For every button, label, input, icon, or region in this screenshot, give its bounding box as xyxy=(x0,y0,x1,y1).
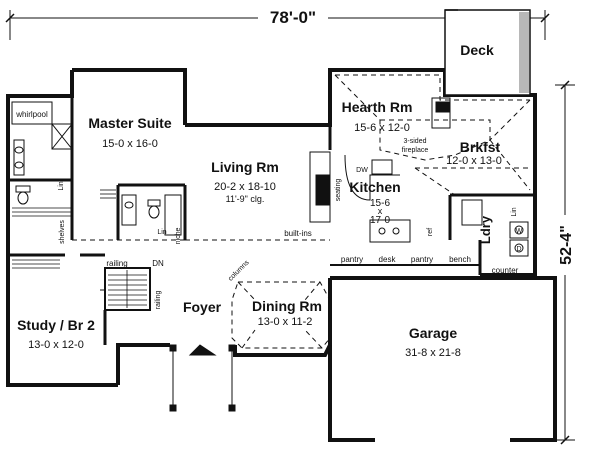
deck: Deck xyxy=(444,9,531,96)
columns-label: columns xyxy=(227,259,251,283)
dining-room-label: Dining Rm xyxy=(252,298,322,314)
linen-label-2: Lin xyxy=(157,229,166,236)
brkfst-label: Brkfst xyxy=(460,139,501,155)
hearth-room-label: Hearth Rm xyxy=(342,99,413,115)
kitchen-size-a: 15-6 xyxy=(370,198,390,209)
study-label: Study / Br 2 xyxy=(17,317,95,333)
dining-room-size: 13-0 x 11-2 xyxy=(258,316,313,328)
foyer-label: Foyer xyxy=(183,299,222,315)
seating-label: seating xyxy=(335,179,342,202)
washer-label: W xyxy=(516,228,523,235)
linen-label-3: Lin xyxy=(511,207,518,216)
niche-label: niche xyxy=(175,228,182,245)
linen-label-1: Lin xyxy=(58,181,65,190)
garage-size: 31-8 x 21-8 xyxy=(405,347,461,359)
counter-label: counter xyxy=(492,266,519,275)
master-suite-label: Master Suite xyxy=(88,115,171,131)
living-room-ceiling: 11'-9" clg. xyxy=(226,194,265,204)
built-ins-label: built-ins xyxy=(284,229,312,238)
living-room-size: 20-2 x 18-10 xyxy=(214,181,276,193)
down-label: DN xyxy=(152,259,164,268)
laundry-label: Ldry xyxy=(478,215,493,244)
fixtures xyxy=(11,97,529,412)
fireplace-label-2: fireplace xyxy=(402,147,429,154)
deck-label: Deck xyxy=(460,42,494,58)
desk-label: desk xyxy=(379,255,397,264)
living-room-label: Living Rm xyxy=(211,159,279,175)
refrigerator-label: ref xyxy=(427,228,434,236)
bench-label: bench xyxy=(449,255,471,264)
railing-label-2: railing xyxy=(155,291,162,310)
fireplace-label-1: 3-sided xyxy=(404,138,427,145)
study-size: 13-0 x 12-0 xyxy=(28,339,84,351)
hearth-room-size: 15-6 x 12-0 xyxy=(354,122,410,134)
interior-walls xyxy=(8,96,535,345)
kitchen-size-b: 17-0 xyxy=(370,215,390,226)
whirlpool-label: whirlpool xyxy=(15,110,48,119)
master-suite-size: 15-0 x 16-0 xyxy=(102,138,158,150)
shelves-label: shelves xyxy=(59,220,66,244)
kitchen-size-x: x xyxy=(378,206,383,216)
room-labels: Master Suite 15-0 x 16-0 Living Rm 20-2 … xyxy=(17,99,502,359)
dryer-label: D xyxy=(516,246,521,253)
kitchen-label: Kitchen xyxy=(349,179,400,195)
depth-dimension: 52-4" xyxy=(555,80,576,445)
brkfst-size: 12-0 x 13-0 xyxy=(446,155,502,167)
garage-label: Garage xyxy=(409,325,457,341)
pantry-label-1: pantry xyxy=(341,255,363,264)
overall-depth-label: 52-4" xyxy=(558,225,575,265)
railing-label-1: railing xyxy=(106,259,127,268)
dishwasher-label: DW xyxy=(356,167,368,174)
ceiling-lines xyxy=(72,74,531,349)
overall-width-label: 78'-0" xyxy=(270,8,316,27)
pantry-label-2: pantry xyxy=(411,255,433,264)
